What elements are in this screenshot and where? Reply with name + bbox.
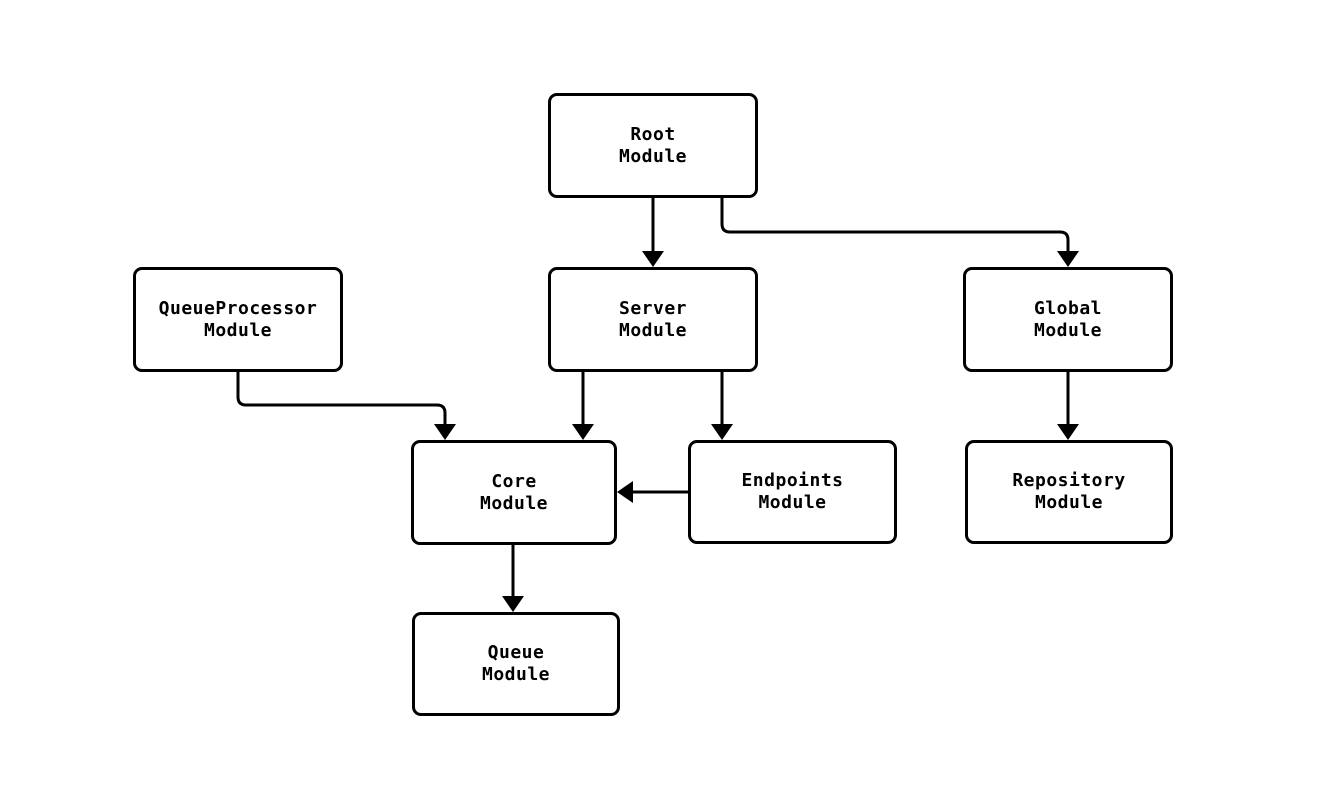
arrowhead-server-to-endpoints	[711, 424, 733, 440]
node-root-module: Root Module	[548, 93, 758, 198]
edge-queueprocessor-to-core	[236, 372, 447, 426]
arrowhead-root-to-global	[1057, 251, 1079, 267]
node-core-module: Core Module	[411, 440, 617, 545]
node-global-module: Global Module	[963, 267, 1173, 372]
arrowhead-global-to-repository	[1057, 424, 1079, 440]
node-endpoints-module: Endpoints Module	[688, 440, 897, 544]
node-queueprocessor-module: QueueProcessor Module	[133, 267, 343, 372]
arrowhead-root-to-server	[642, 251, 664, 267]
edge-root-to-global	[720, 198, 1070, 253]
node-server-module: Server Module	[548, 267, 758, 372]
arrowhead-core-to-queue	[502, 596, 524, 612]
node-queue-module: Queue Module	[412, 612, 620, 716]
node-repository-module: Repository Module	[965, 440, 1173, 544]
arrowhead-endpoints-to-core	[617, 481, 633, 503]
arrowhead-server-to-core	[572, 424, 594, 440]
arrowhead-queueprocessor-to-core	[434, 424, 456, 440]
